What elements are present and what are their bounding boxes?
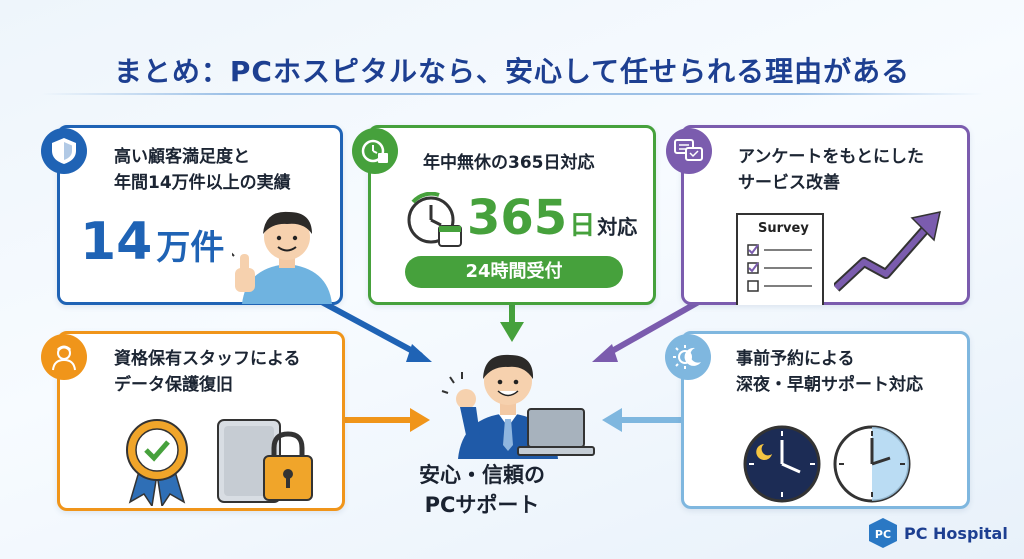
clock-icon [361,139,388,163]
satisfaction-big-number: 14 [80,212,153,272]
center-label: 安心・信頼の PCサポート [402,460,562,520]
arrow-purple [602,297,705,358]
survey-sheet-label: Survey [758,221,809,236]
morning-clock-icon [833,425,911,503]
survey-sheet: Survey [736,213,824,305]
allyear-heading: 年中無休の365日対応 [423,153,595,173]
certified-badge-icon [126,419,188,506]
chat-bubbles-icon [674,139,703,161]
allyear-unit-day: 日 [569,211,596,241]
satisfaction-big-unit: 万件 [156,228,225,268]
clock-calendar-icon [407,192,462,247]
data-line2: データ保護復旧 [114,375,233,395]
card-satisfaction: 高い顧客満足度と 年間14万件以上の実績 14 万件 [57,125,343,305]
center-line1: 安心・信頼の [419,463,545,487]
reservation-line1: 事前予約による [736,349,855,369]
shield-badge [41,128,87,174]
survey-line2: サービス改善 [738,173,840,193]
locked-drive-icon [217,419,313,503]
satisfaction-line2: 年間14万件以上の実績 [114,173,291,193]
pc-hospital-logo: PC PC Hospital [868,517,1008,549]
data-line1: 資格保有スタッフによる [114,349,301,369]
chat-badge [666,128,712,174]
logo-text: PC Hospital [904,523,1008,543]
card-data: 資格保有スタッフによる データ保護復旧 [57,331,345,511]
title-underline [40,93,984,95]
card-reservation: 事前予約による 深夜・早朝サポート対応 [681,331,970,509]
trend-up-arrow-icon [834,211,941,292]
card-allyear: 年中無休の365日対応 365 日 対応 24時間受付 [368,125,656,305]
logo-mark-icon: PC [869,518,897,548]
survey-line1: アンケートをもとにした [738,147,924,167]
sun-moon-icon [673,345,701,369]
clock-badge [352,128,398,174]
reception-pill: 24時間受付 [405,256,623,288]
card-survey: アンケートをもとにした サービス改善 Survey [681,125,970,305]
staff-person-icon [52,345,76,371]
arrow-blue [315,297,423,358]
shield-icon [52,138,76,164]
night-clock-icon [743,425,821,503]
logo-mark-text: PC [875,528,891,541]
support-person-laptop-icon [441,354,595,459]
reception-pill-label: 24時間受付 [465,261,563,282]
allyear-big-number: 365 [467,190,568,246]
staff-badge [41,334,87,380]
page-title: まとめ：PCホスピタルなら、安心して任せられる理由がある [113,55,911,88]
sun-moon-badge [665,334,711,380]
center-line2: PCサポート [424,493,540,517]
thumbs-up-person-icon [232,211,332,304]
satisfaction-line1: 高い顧客満足度と [114,147,250,167]
allyear-unit-suffix: 対応 [597,215,638,239]
reservation-line2: 深夜・早朝サポート対応 [736,375,923,395]
checklist-icon [747,244,812,292]
